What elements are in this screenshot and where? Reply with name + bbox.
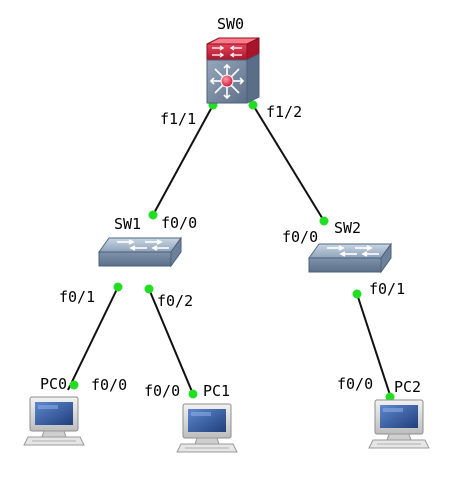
pc-icon (176, 403, 238, 453)
port-dot-pc2-f0-0 (385, 392, 395, 402)
port-label-sw1-f0-1: f0/1 (59, 288, 95, 306)
device-label-pc2: PC2 (394, 378, 421, 396)
port-label-sw2-f0-0: f0/0 (282, 228, 318, 246)
device-pc1[interactable]: PC1 (176, 382, 238, 453)
device-pc0[interactable]: PC0 (23, 375, 85, 446)
link-sw1-pc1[interactable] (148, 288, 194, 395)
port-dot-sw1-f0-2 (144, 284, 154, 294)
device-label-pc1: PC1 (203, 382, 230, 400)
device-sw1[interactable]: SW1 (98, 215, 182, 267)
device-label-sw1: SW1 (114, 215, 141, 233)
port-label-pc1-f0-0: f0/0 (144, 382, 180, 400)
port-label-sw2-f0-1: f0/1 (369, 280, 405, 298)
pc-icon (23, 396, 85, 446)
port-dot-sw1-f0-0 (148, 210, 158, 220)
port-labels-layer: f1/1 f1/2 f0/0 f0/0 f0/1 f0/2 f0/1 f0/0 … (59, 103, 405, 400)
device-label-sw2: SW2 (334, 219, 361, 237)
port-dot-sw2-f0-0 (319, 216, 329, 226)
device-label-pc0: PC0 (40, 375, 67, 393)
port-label-pc0-f0-0: f0/0 (91, 376, 127, 394)
port-label-sw0-f1-1: f1/1 (160, 110, 196, 128)
link-sw2-pc2[interactable] (356, 293, 392, 399)
device-sw0[interactable]: SW0 (206, 15, 260, 104)
link-sw0-sw2[interactable] (252, 104, 325, 222)
port-label-pc2-f0-0: f0/0 (337, 375, 373, 393)
port-dot-sw2-f0-1 (352, 289, 362, 299)
port-dot-sw0-f1-2 (248, 100, 258, 110)
port-label-sw1-f0-2: f0/2 (157, 292, 193, 310)
link-sw1-pc0[interactable] (67, 286, 119, 391)
switch-icon (308, 243, 392, 273)
device-label-sw0: SW0 (217, 15, 244, 33)
link-sw0-sw1[interactable] (152, 104, 214, 216)
port-label-sw0-f1-2: f1/2 (266, 103, 302, 121)
port-dot-sw1-f0-1 (113, 282, 123, 292)
switch-icon (98, 237, 182, 267)
device-sw2[interactable]: SW2 (308, 219, 392, 273)
port-dot-pc0-f0-0 (69, 380, 79, 390)
device-pc2[interactable]: PC2 (368, 378, 430, 449)
pc-icon (368, 399, 430, 449)
port-dots-layer (69, 100, 395, 402)
links-layer (67, 104, 392, 399)
port-label-sw1-f0-0: f0/0 (161, 214, 197, 232)
port-dot-pc1-f0-0 (188, 389, 198, 399)
multilayer-switch-icon (206, 37, 260, 104)
